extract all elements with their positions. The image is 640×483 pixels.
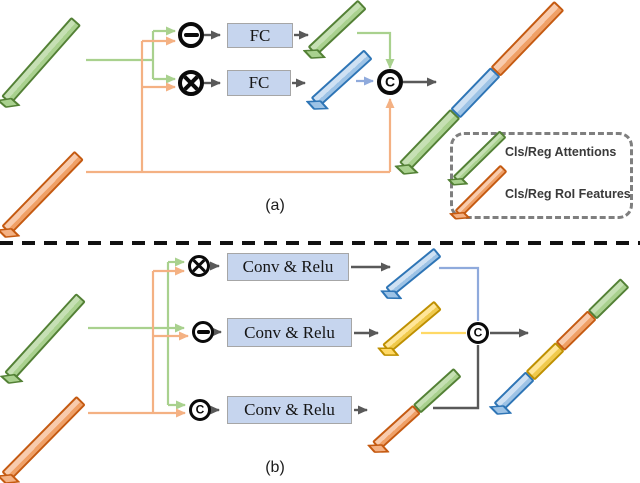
minus-icon xyxy=(183,33,199,37)
gray-arrows-b xyxy=(210,261,529,415)
concat-icon: C xyxy=(473,325,483,340)
concat-op-b2: C xyxy=(467,322,489,344)
multiply-op-b xyxy=(188,255,210,277)
conv-relu-box-1: Conv & Relu xyxy=(227,253,349,281)
section-b-connectors xyxy=(88,257,529,418)
gray-arrows-a xyxy=(204,30,437,88)
section-a-connectors xyxy=(86,26,437,174)
fc-out-to-concat-arrow xyxy=(357,31,395,69)
blue-bar-to-concat-line xyxy=(439,266,480,321)
concat-icon: C xyxy=(195,402,205,417)
times-icon xyxy=(191,258,207,274)
section-b-label: (b) xyxy=(265,459,285,476)
conv-relu-box-2: Conv & Relu xyxy=(227,318,352,347)
section-a-label: (a) xyxy=(265,197,285,214)
fc-box-1: FC xyxy=(227,23,293,48)
legend-label-attentions: Cls/Reg Attentions xyxy=(505,145,617,159)
subtract-op-a xyxy=(178,22,204,48)
legend-box: Cls/Reg Attentions Cls/Reg RoI Features xyxy=(450,132,633,219)
section-divider xyxy=(0,241,640,245)
mixed-bar-to-concat-line xyxy=(433,345,480,410)
conv-relu-box-3: Conv & Relu xyxy=(227,396,352,424)
fc-box-2: FC xyxy=(227,70,291,96)
times-icon xyxy=(182,74,200,92)
subtract-op-b xyxy=(192,321,214,343)
concat-op-a: C xyxy=(377,69,403,95)
multiply-op-a xyxy=(178,70,204,96)
concat-op-b1: C xyxy=(189,399,211,421)
legend-label-roi-features: Cls/Reg RoI Features xyxy=(505,187,631,201)
concat-icon: C xyxy=(384,73,396,90)
minus-icon xyxy=(196,330,210,334)
